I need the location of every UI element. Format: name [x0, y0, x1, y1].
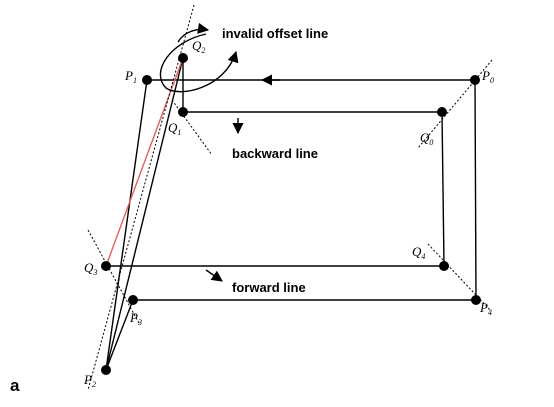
vertex-p1 — [142, 75, 152, 85]
forward-arrow — [205, 269, 223, 282]
offset-edge-q4-q0 — [441, 111, 445, 267]
label-q3: Q3 — [84, 260, 97, 277]
vertex-p0 — [470, 75, 480, 85]
bisector-p0 — [417, 59, 493, 149]
construction-lines — [87, 4, 493, 391]
edge-p4-p0 — [474, 79, 477, 301]
vertex-q3 — [101, 261, 111, 271]
original-polygon — [105, 79, 477, 371]
invalid-offset-line-label: invalid offset line — [222, 26, 328, 41]
bisector-p1 — [87, 4, 195, 391]
offset-polygon — [105, 57, 445, 371]
label-p4: P4 — [479, 300, 492, 317]
invalid-pointer-arrow — [177, 22, 210, 43]
forward-line-label: forward line — [232, 280, 306, 295]
label-q0: Q0 — [420, 130, 433, 147]
offset-edge-q2-p2 — [105, 57, 184, 371]
label-p3: P3 — [129, 310, 142, 327]
label-p2: P2 — [83, 372, 96, 389]
vertex-p3 — [128, 295, 138, 305]
vertex-q4 — [439, 261, 449, 271]
arrows — [159, 22, 280, 282]
vertices — [101, 53, 481, 375]
backward-line-label: backward line — [232, 146, 318, 161]
label-q4: Q4 — [412, 244, 425, 261]
label-q1: Q1 — [168, 120, 181, 137]
vertex-q1 — [178, 107, 188, 117]
edge-p1-p2 — [105, 79, 148, 371]
vertex-q2 — [178, 53, 188, 63]
bisector-p4 — [427, 243, 491, 311]
panel-label: a — [10, 376, 20, 395]
label-p0: P0 — [481, 68, 494, 85]
vertex-p2 — [101, 365, 111, 375]
loop-arrow — [159, 33, 239, 93]
vertex-q0 — [437, 107, 447, 117]
point-labels: P0 P1 P2 P3 P4 Q0 Q1 Q2 Q3 Q4 — [83, 38, 494, 389]
edge-p2-p3 — [105, 299, 134, 371]
label-q2: Q2 — [192, 38, 205, 55]
bisector-q1 — [171, 99, 213, 156]
invalid-offset-line — [105, 57, 184, 267]
vertex-p4 — [471, 295, 481, 305]
label-p1: P1 — [124, 68, 137, 85]
